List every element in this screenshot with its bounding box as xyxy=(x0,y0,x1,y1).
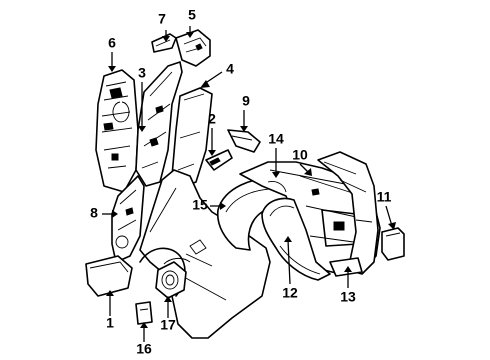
callout-10: 10 xyxy=(292,147,308,163)
callout-labels: 7 5 6 3 4 2 9 14 10 8 15 11 12 13 1 17 1… xyxy=(90,7,392,357)
callout-15: 15 xyxy=(192,197,208,213)
leader-lines xyxy=(102,26,396,342)
part-1-bracket xyxy=(85,255,133,297)
callout-14: 14 xyxy=(268,131,284,147)
part-6-inner-panel xyxy=(95,69,139,193)
callout-8: 8 xyxy=(90,205,98,221)
callout-6: 6 xyxy=(108,35,116,51)
callout-1: 1 xyxy=(106,315,114,331)
part-2-bracket xyxy=(205,149,233,171)
callout-17: 17 xyxy=(160,317,176,333)
callout-12: 12 xyxy=(282,285,298,301)
callout-9: 9 xyxy=(242,93,250,109)
part-12-outer-wheelhouse xyxy=(261,197,331,281)
part-17-filler-housing xyxy=(155,261,187,299)
callout-16: 16 xyxy=(136,341,152,357)
part-7-bracket xyxy=(151,33,177,53)
callout-2: 2 xyxy=(208,111,216,127)
part-5-reinforcement xyxy=(175,29,211,67)
callout-13: 13 xyxy=(340,289,356,305)
part-3-pillar xyxy=(135,61,183,187)
callout-5: 5 xyxy=(188,7,196,23)
callout-4: 4 xyxy=(226,61,234,77)
part-8-lower-panel xyxy=(111,175,145,263)
callout-7: 7 xyxy=(158,11,166,27)
part-13-corner-panel xyxy=(317,151,379,277)
part-11-end-bracket xyxy=(381,227,405,261)
callout-3: 3 xyxy=(138,65,146,81)
callout-11: 11 xyxy=(377,189,392,205)
part-16-plate xyxy=(135,301,153,325)
part-9-arch-strip xyxy=(227,129,261,153)
part-4-pillar-trim xyxy=(171,87,213,189)
